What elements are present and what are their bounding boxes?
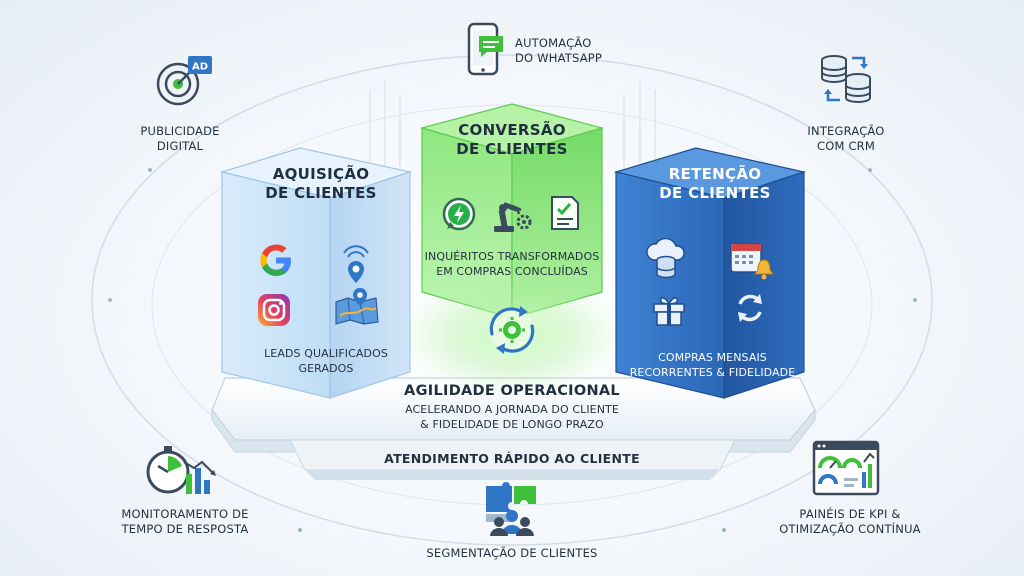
crm-integration-label-line1: INTEGRAÇÃO: [807, 124, 885, 138]
retention-title-line2: DE CLIENTES: [659, 184, 771, 202]
retention-desc-line1: COMPRAS MENSAIS: [658, 351, 767, 364]
acquisition-desc-line1: LEADS QUALIFICADOS: [264, 347, 388, 360]
calendar-bell-icon: [730, 243, 774, 280]
puzzle-people-icon: [486, 482, 536, 536]
stopwatch-chart-icon: [146, 446, 216, 494]
svg-text:AD: AD: [192, 62, 208, 73]
whatsapp-automation-label-line2: DO WHATSAPP: [515, 51, 603, 65]
whatsapp-automation-label-line1: AUTOMAÇÃO: [515, 36, 592, 50]
gear-sync-icon: [489, 306, 535, 354]
robot-arm-icon: [494, 202, 532, 232]
checklist-document-icon: [551, 196, 579, 230]
response-time-label-line1: MONITORAMENTO DE: [121, 507, 249, 521]
base-label: ATENDIMENTO RÁPIDO AO CLIENTE: [384, 451, 640, 466]
acquisition-title-line2: DE CLIENTES: [265, 184, 377, 202]
refresh-icon: [738, 294, 762, 322]
ad-target-icon: AD: [156, 56, 212, 106]
whatsapp-bolt-icon: [442, 197, 476, 231]
map-icon: [335, 288, 379, 325]
kpi-dashboard-label-line2: OTIMIZAÇÃO CONTÍNUA: [779, 522, 921, 536]
center-title: AGILIDADE OPERACIONAL: [404, 383, 620, 399]
center-subtitle-line1: ACELERANDO A JORNADA DO CLIENTE: [405, 403, 619, 416]
conversion-title-line1: CONVERSÃO: [458, 121, 566, 139]
conversion-desc-line2: EM COMPRAS CONCLUÍDAS: [436, 265, 588, 278]
digital-advertising-label-line2: DIGITAL: [156, 139, 204, 153]
database-sync-icon: [821, 55, 871, 103]
kpi-dashboard-label-line1: PAINÉIS DE KPI &: [799, 507, 901, 521]
retention-desc-line2: RECORRENTES & FIDELIDADE: [629, 366, 796, 379]
response-time-label-line2: TEMPO DE RESPOSTA: [121, 522, 249, 536]
retention-title-line1: RETENÇÃO: [668, 165, 762, 183]
google-icon: [260, 244, 291, 276]
smartphone-chat-icon: [467, 22, 503, 76]
acquisition-desc-line2: GERADOS: [298, 362, 354, 375]
center-subtitle-line2: & FIDELIDADE DE LONGO PRAZO: [420, 418, 604, 431]
location-pin-icon: [343, 245, 369, 283]
segmentation-label: SEGMENTAÇÃO DE CLIENTES: [426, 546, 598, 560]
conversion-title-line2: DE CLIENTES: [456, 140, 568, 158]
kpi-dashboard-icon: [812, 440, 880, 496]
conversion-desc-line1: INQUÉRITOS TRANSFORMADOS: [424, 250, 600, 263]
cloud-database-icon: [646, 238, 685, 279]
crm-integration-label-line2: COM CRM: [816, 139, 875, 153]
acquisition-title-line1: AQUISIÇÃO: [272, 165, 370, 183]
digital-advertising-label-line1: PUBLICIDADE: [140, 124, 220, 138]
gift-icon: [653, 297, 685, 326]
instagram-icon: [258, 294, 290, 326]
